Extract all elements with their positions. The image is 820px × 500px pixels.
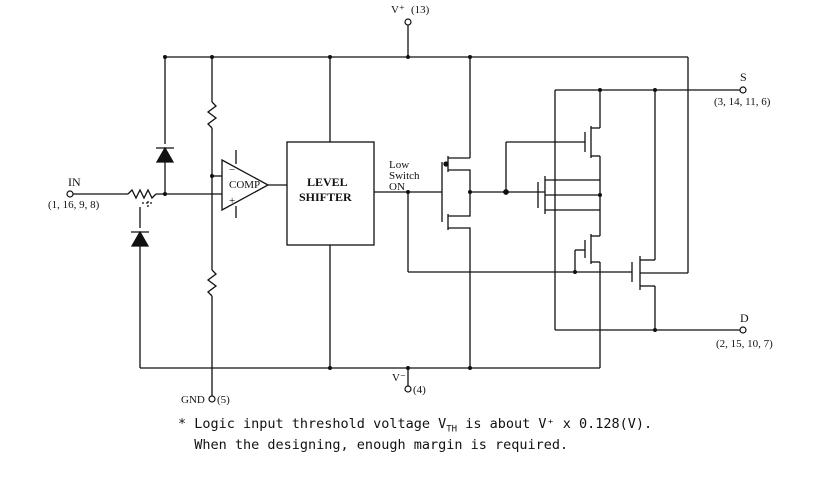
level-shifter-label-line2: SHIFTER <box>299 190 352 204</box>
gnd-pin-terminal <box>208 395 216 403</box>
upper-divider-resistor <box>206 101 218 129</box>
threshold-note-pre: * Logic input threshold voltage V <box>178 416 447 432</box>
in-pin-numbers: (1, 16, 9, 8) <box>48 199 100 211</box>
threshold-note-line1: * Logic input threshold voltage VTH is a… <box>178 416 652 435</box>
input-resistor <box>127 188 157 200</box>
threshold-note-line2: When the designing, enough margin is req… <box>178 437 569 453</box>
comparator <box>221 158 270 212</box>
low-switch-line2: Switch <box>389 170 420 182</box>
s-pin-terminal <box>739 86 747 94</box>
comparator-label: COMP <box>229 179 260 191</box>
lower-diode <box>130 230 150 247</box>
d-pin-numbers: (2, 15, 10, 7) <box>716 338 773 350</box>
low-switch-line3: ON <box>389 181 405 193</box>
gnd-pin-number: (5) <box>217 394 230 406</box>
threshold-note-post: is about V⁺ x 0.128(V). <box>457 416 653 432</box>
d-pin-terminal <box>739 326 747 334</box>
low-switch-line1: Low <box>389 159 409 171</box>
s-pin-label: S <box>740 70 747 84</box>
vminus-pin-number: (4) <box>413 384 426 396</box>
in-pin-label: IN <box>68 175 81 189</box>
vplus-pin-terminal <box>404 18 412 26</box>
threshold-note-subscript: TH <box>446 424 458 435</box>
comparator-plus-label: + <box>229 195 235 207</box>
vminus-pin-label: V⁻ <box>392 372 406 384</box>
s-pin-numbers: (3, 14, 11, 6) <box>714 96 771 108</box>
in-pin-terminal <box>66 190 74 198</box>
comparator-minus-label: − <box>229 164 235 176</box>
gnd-pin-label: GND <box>181 394 205 406</box>
vplus-pin-label: V⁺ <box>391 4 405 16</box>
upper-diode <box>155 146 175 163</box>
d-pin-label: D <box>740 311 749 325</box>
lower-divider-resistor <box>206 269 218 297</box>
vplus-pin-number: (13) <box>411 4 430 16</box>
level-shifter-label-line1: LEVEL <box>307 175 348 189</box>
vminus-pin-terminal <box>404 385 412 393</box>
